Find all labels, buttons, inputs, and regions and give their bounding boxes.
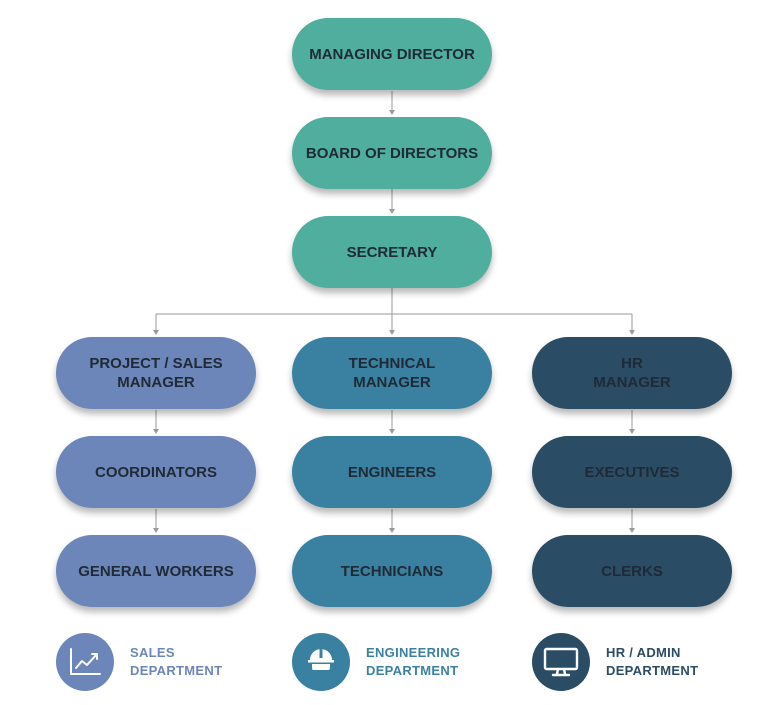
arrowhead: [153, 528, 159, 533]
node-executives: EXECUTIVES: [532, 436, 732, 508]
node-board-of-directors: BOARD OF DIRECTORS: [292, 117, 492, 189]
node-engineers: ENGINEERS: [292, 436, 492, 508]
arrowhead: [629, 429, 635, 434]
node-managing-director: MANAGING DIRECTOR: [292, 18, 492, 90]
arrowhead: [389, 209, 395, 214]
node-project-sales-manager: PROJECT / SALES MANAGER: [56, 337, 256, 409]
monitor-icon: [532, 633, 590, 691]
arrowhead: [153, 330, 159, 335]
arrowhead: [629, 330, 635, 335]
legend-engineering: ENGINEERING DEPARTMENT: [292, 633, 460, 691]
node-hr-manager: HR MANAGER: [532, 337, 732, 409]
node-clerks: CLERKS: [532, 535, 732, 607]
arrowhead: [389, 429, 395, 434]
legend-hr-admin-label: HR / ADMIN DEPARTMENT: [606, 645, 699, 678]
node-technicians: TECHNICIANS: [292, 535, 492, 607]
node-general-workers: GENERAL WORKERS: [56, 535, 256, 607]
arrowhead: [389, 528, 395, 533]
legend-sales: SALES DEPARTMENT: [56, 633, 222, 691]
arrowhead: [629, 528, 635, 533]
hard-hat-worker-icon: [292, 633, 350, 691]
legend-engineering-label: ENGINEERING DEPARTMENT: [366, 645, 461, 678]
node-technical-manager: TECHNICAL MANAGER: [292, 337, 492, 409]
arrowhead: [389, 110, 395, 115]
line-chart-icon: [56, 633, 114, 691]
arrowhead: [389, 330, 395, 335]
node-secretary: SECRETARY: [292, 216, 492, 288]
legend-hr-admin: HR / ADMIN DEPARTMENT: [532, 633, 698, 691]
legend-sales-label: SALES DEPARTMENT: [130, 645, 223, 678]
arrowhead: [153, 429, 159, 434]
node-coordinators: COORDINATORS: [56, 436, 256, 508]
